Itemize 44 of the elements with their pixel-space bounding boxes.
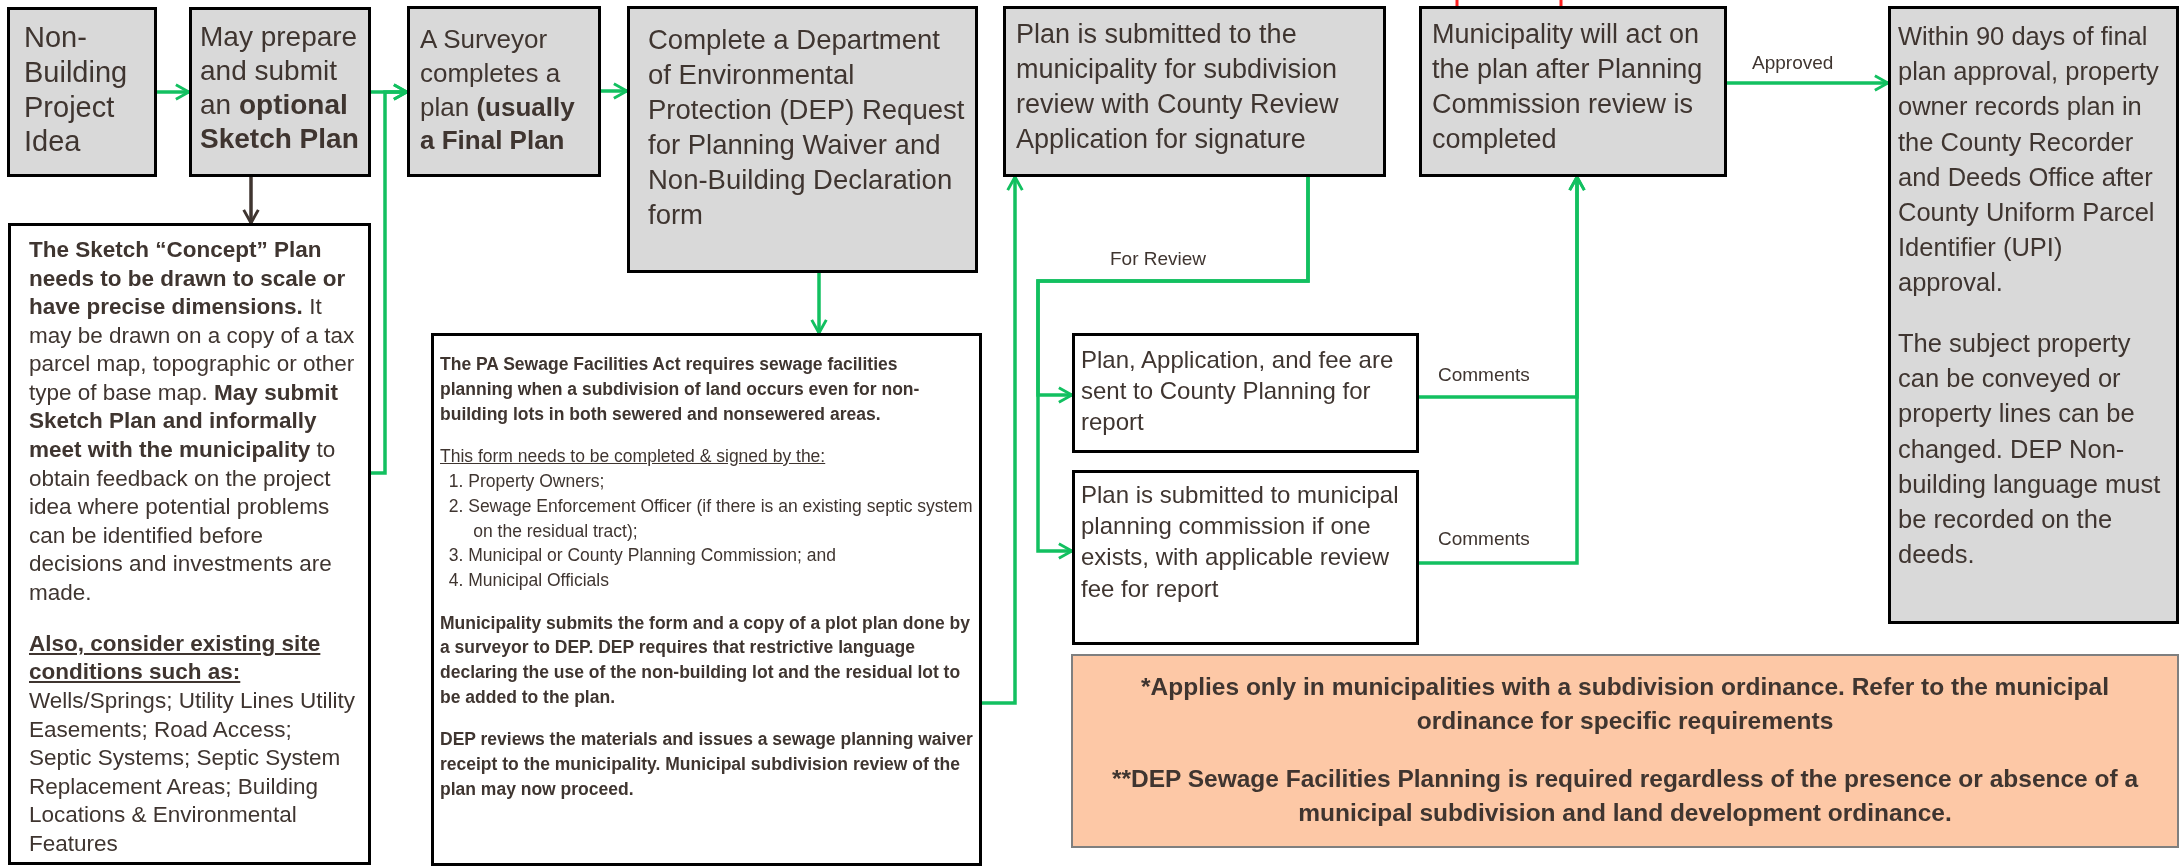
node-text: A Surveyor completes a plan (usually a Final Plan [420, 23, 576, 158]
arrow [982, 175, 1024, 705]
node-text: Wells/Springs; Utility Lines Utility Easements; Road Access; Septic Systems; Septic System Replacement Areas; Building Locations & Environmental Features [29, 686, 356, 858]
node-text: Non-Building Project Idea [24, 20, 129, 160]
process-box [1072, 470, 1419, 645]
arrow [242, 177, 260, 225]
arrow [1036, 177, 1310, 560]
node-text: Also, consider existing site conditions such as: [29, 629, 322, 687]
process-box [1072, 333, 1419, 453]
arrow [601, 82, 629, 100]
process-box [8, 223, 371, 865]
node-text: This form needs to be completed & signed by the: [440, 445, 827, 469]
process-box [407, 6, 601, 177]
node-text: 3. Municipal or County Planning Commission; and [447, 544, 837, 568]
arrow [371, 83, 409, 475]
process-box [189, 7, 371, 177]
process-box [1888, 6, 2179, 624]
process-box [431, 333, 982, 866]
process-box [7, 7, 157, 177]
node-text: Plan is submitted to the municipality for subdivision review with County Review Application for signature [1016, 18, 1340, 157]
node-text: Plan is submitted to municipal planning commission if one exists, with applicable review fee for report [1081, 480, 1400, 604]
node-text: The PA Sewage Facilities Act requires sewage facilities planning when a subdivision of land occurs even for non-building lots in both sewered and nonsewered areas. [440, 353, 921, 426]
node-text: 4. Municipal Officials [447, 569, 610, 593]
process-box [1003, 6, 1386, 177]
process-box [1419, 6, 1727, 177]
node-text: May prepare and submit an optional Sketch Plan [200, 20, 360, 157]
node-text: DEP reviews the materials and issues a sewage planning waiver receipt to the municipality. Municipal subdivision review of the plan may now proceed. [440, 728, 973, 802]
node-text: Municipality will act on the plan after Planning Commission review is completed [1432, 18, 1704, 157]
process-box [627, 6, 978, 273]
node-text: Municipality submits the form and a copy of a plot plan done by a surveyor to DEP. DEP requires that restrictive language declaring the use of the non-building lot and the residual lot to be added to the plan. [440, 611, 971, 710]
node-text: 1. Property Owners; [447, 469, 606, 493]
node-text: *Applies only in municipalities with a subdivision ordinance. Refer to the municipal ordinance for specific requirements [1140, 672, 2110, 736]
arrow [157, 83, 191, 101]
node-text: 2. Sewage Enforcement Officer (if there is an existing septic system on the residual tract); [447, 494, 973, 543]
note-box [1071, 654, 2179, 848]
node-text: The subject property can be conveyed or property lines can be changed. DEP Non-building language must be recorded on the deeds. [1898, 328, 2162, 571]
arrow [810, 273, 828, 335]
node-text: Plan, Application, and fee are sent to County Planning for report [1081, 345, 1395, 438]
node-text: Complete a Department of Environmental Protection (DEP) Request for Planning Waiver and Non-Building Declaration form [648, 23, 966, 232]
arrow [1727, 74, 1890, 92]
arrow [1419, 175, 1586, 565]
node-text: **DEP Sewage Facilities Planning is required regardless of the presence or absence of a municipal subdivision and land development ordinance. [1110, 764, 2140, 828]
node-text: The Sketch “Concept” Plan needs to be drawn to scale or have precise dimensions. It may be drawn on a copy of a tax parcel map, topographic or other type of base map. May submit Sketch Plan and informally meet with the municipality to obtain feedback on the project idea where potential problems can be identified before decisions and investments are made. [29, 236, 356, 607]
node-text: Within 90 days of final plan approval, property owner records plan in the County Recorder and Deeds Office after County Uniform Parcel Identifier (UPI) approval. [1898, 21, 2160, 299]
